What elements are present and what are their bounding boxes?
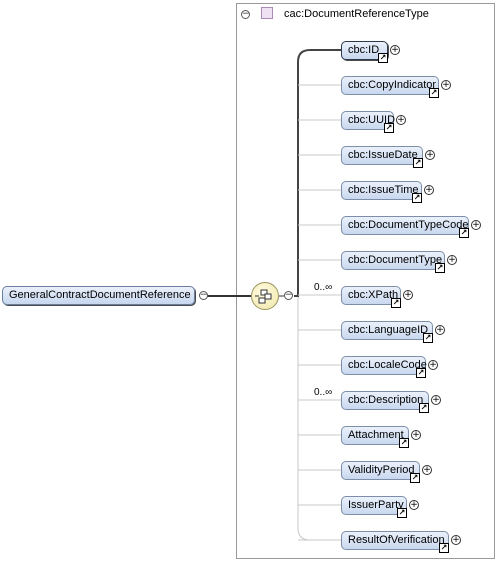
reference-arrow-icon: ↗: [384, 123, 394, 133]
sequence-collapse-icon[interactable]: −: [284, 290, 293, 300]
reference-arrow-icon: ↗: [439, 543, 449, 553]
child-element-label: ResultOfVerification: [348, 534, 445, 546]
child-element-label: cbc:CopyIndicator: [348, 79, 437, 91]
reference-arrow-icon: ↗: [412, 193, 422, 203]
expand-icon[interactable]: +: [424, 185, 434, 195]
child-element-label: cbc:DocumentTypeCode: [348, 219, 469, 231]
child-element-label: ValidityPeriod: [348, 464, 415, 476]
root-collapse-icon[interactable]: −: [199, 290, 208, 300]
sequence-compositor[interactable]: [251, 282, 279, 310]
child-element-label: cbc:DocumentType: [348, 254, 443, 266]
reference-arrow-icon: ↗: [413, 158, 423, 168]
reference-arrow-icon: ↗: [416, 368, 426, 378]
child-element[interactable]: ValidityPeriod: [341, 461, 420, 480]
reference-arrow-icon: ↗: [423, 333, 433, 343]
type-title: cac:DocumentReferenceType: [284, 8, 429, 20]
occurrence-label: 0..∞: [314, 282, 333, 293]
child-element-label: cbc:UUID: [348, 114, 396, 126]
expand-icon[interactable]: +: [422, 465, 432, 475]
reference-arrow-icon: ↗: [399, 438, 409, 448]
child-element[interactable]: cbc:IssueDate: [341, 146, 423, 165]
reference-arrow-icon: ↗: [429, 88, 439, 98]
child-element[interactable]: cbc:CopyIndicator: [341, 76, 439, 95]
root-element-label: GeneralContractDocumentReference: [9, 289, 191, 301]
sequence-compositor-icon: [255, 289, 272, 304]
child-element-label: cbc:IssueDate: [348, 149, 418, 161]
expand-icon[interactable]: +: [431, 395, 441, 405]
reference-arrow-icon: ↗: [397, 508, 407, 518]
reference-arrow-icon: ↗: [410, 473, 420, 483]
reference-arrow-icon: ↗: [391, 298, 401, 308]
reference-arrow-icon: ↗: [419, 403, 429, 413]
child-element-label: cbc:ID: [348, 44, 380, 56]
reference-arrow-icon: ↗: [435, 263, 445, 273]
child-element[interactable]: cbc:XPath: [341, 286, 401, 305]
reference-arrow-icon: ↗: [378, 53, 388, 63]
expand-icon[interactable]: +: [425, 150, 435, 160]
expand-icon[interactable]: +: [451, 535, 461, 545]
child-element[interactable]: cbc:Description: [341, 391, 429, 410]
expand-icon[interactable]: +: [471, 220, 481, 230]
expand-icon[interactable]: +: [403, 290, 413, 300]
child-element[interactable]: cbc:DocumentType: [341, 251, 445, 270]
connector-line: [294, 49, 341, 297]
child-element[interactable]: cbc:ID: [341, 41, 388, 60]
child-element-label: cbc:LocaleCode: [348, 359, 427, 371]
expand-icon[interactable]: +: [428, 360, 438, 370]
expand-icon[interactable]: +: [447, 255, 457, 265]
expand-icon[interactable]: +: [396, 115, 406, 125]
expand-icon[interactable]: +: [409, 500, 419, 510]
child-element[interactable]: cbc:UUID: [341, 111, 396, 130]
expand-icon[interactable]: +: [411, 430, 421, 440]
child-element-label: cbc:XPath: [348, 289, 399, 301]
occurrence-label: 0..∞: [314, 387, 333, 398]
child-element[interactable]: cbc:DocumentTypeCode: [341, 216, 469, 235]
child-element[interactable]: Attachment: [341, 426, 409, 445]
reference-arrow-icon: ↗: [459, 228, 469, 238]
child-element[interactable]: cbc:LocaleCode: [341, 356, 427, 375]
child-element[interactable]: cbc:IssueTime: [341, 181, 422, 200]
expand-icon[interactable]: +: [441, 80, 451, 90]
expand-icon[interactable]: +: [435, 325, 445, 335]
child-element-label: cbc:Description: [348, 394, 424, 406]
child-element[interactable]: ResultOfVerification: [341, 531, 449, 550]
child-element-label: Attachment: [348, 429, 404, 441]
expand-icon[interactable]: +: [390, 45, 400, 55]
complex-type-icon: [261, 7, 273, 19]
child-element-label: cbc:IssueTime: [348, 184, 419, 196]
root-element[interactable]: GeneralContractDocumentReference: [2, 286, 195, 305]
child-element[interactable]: IssuerParty: [341, 496, 407, 515]
child-element-label: cbc:LanguageID: [348, 324, 429, 336]
type-collapse-icon[interactable]: −: [241, 9, 250, 19]
child-element-label: IssuerParty: [348, 499, 404, 511]
child-element[interactable]: cbc:LanguageID: [341, 321, 433, 340]
